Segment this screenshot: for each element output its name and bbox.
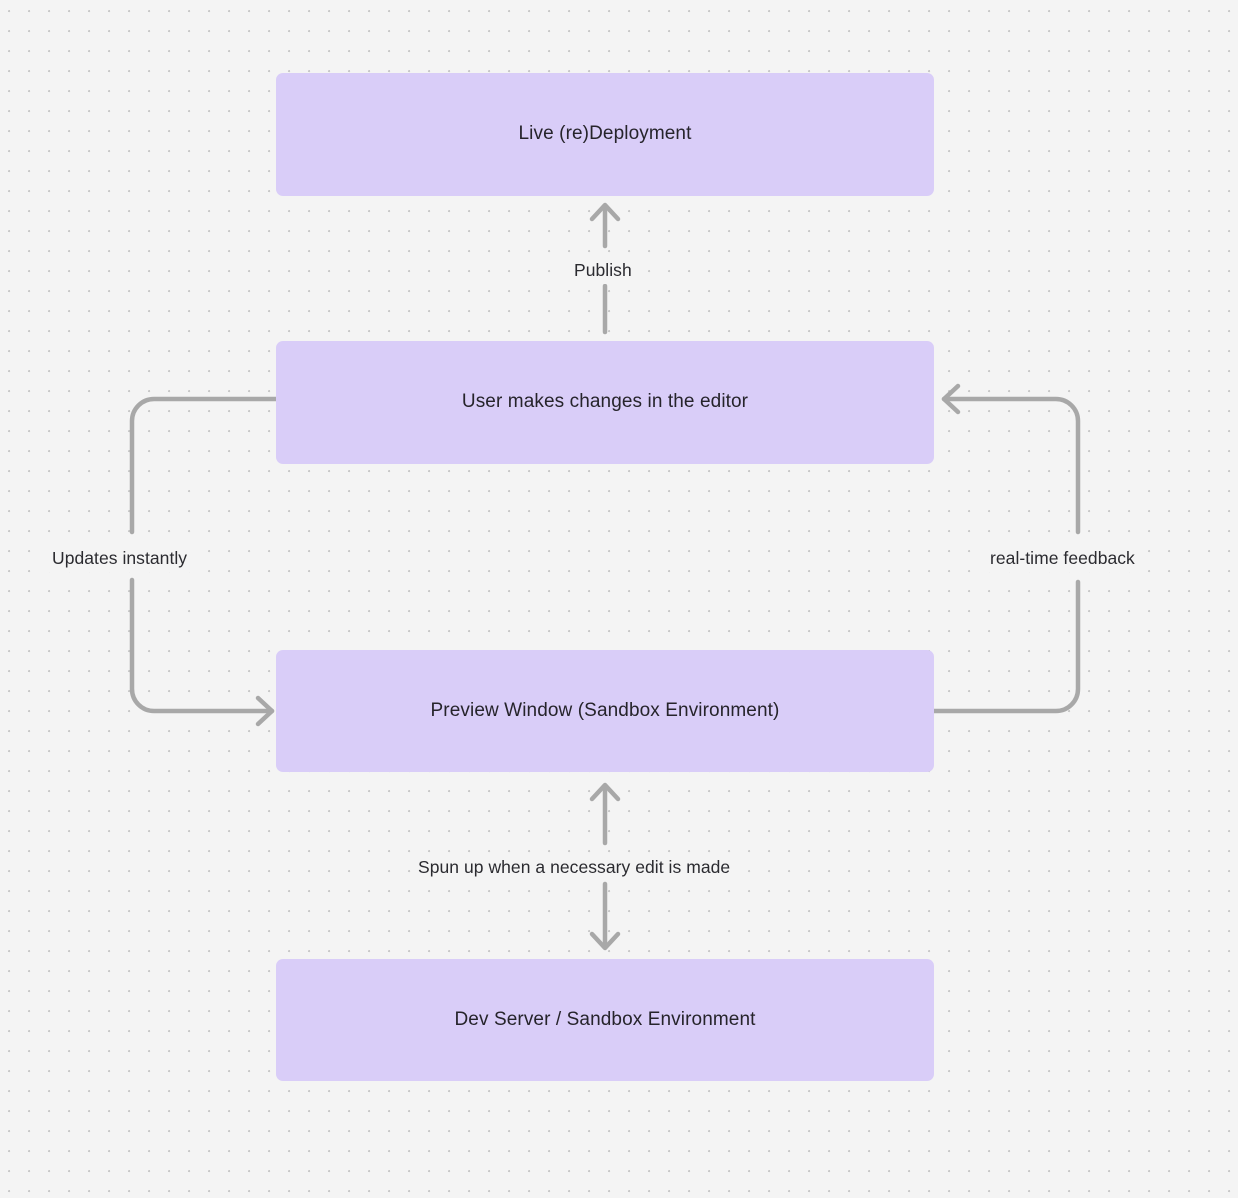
node-live-redeployment[interactable]: Live (re)Deployment: [276, 73, 934, 196]
node-label: Dev Server / Sandbox Environment: [454, 1008, 756, 1030]
edge-label-publish: Publish: [568, 258, 638, 284]
node-user-makes-changes[interactable]: User makes changes in the editor: [276, 341, 934, 464]
node-label: User makes changes in the editor: [461, 391, 749, 413]
node-label: Preview Window (Sandbox Environment): [430, 699, 780, 721]
node-dev-server[interactable]: Dev Server / Sandbox Environment: [276, 959, 934, 1081]
edge-label-updates-instantly: Updates instantly: [46, 546, 194, 572]
node-preview-window[interactable]: Preview Window (Sandbox Environment): [276, 650, 934, 772]
edge-label-spun-up: Spun up when a necessary edit is made: [412, 855, 737, 881]
node-label: Live (re)Deployment: [518, 123, 692, 145]
edge-label-real-time-feedback: real-time feedback: [984, 546, 1141, 572]
